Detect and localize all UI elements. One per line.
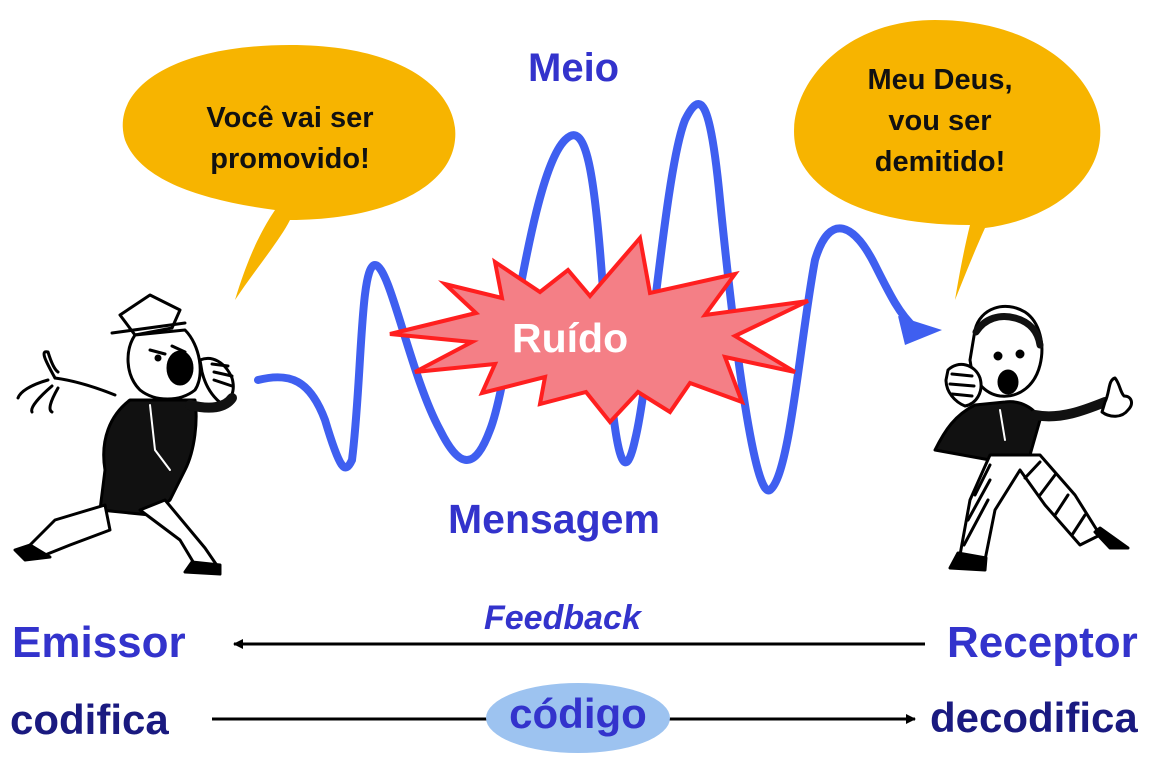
- receiver-speech-text: Meu Deus, vou ser demitido!: [815, 60, 1065, 183]
- decodes-label: decodifica: [930, 694, 1138, 741]
- man-shouting-icon: [13, 293, 237, 576]
- noise-label: Ruído: [512, 315, 629, 361]
- feedback-label: Feedback: [484, 599, 641, 637]
- receiver-speech-line-1: Meu Deus,: [867, 64, 1013, 96]
- emitter-speech-line-1: Você vai ser: [206, 102, 374, 134]
- medium-label: Meio: [528, 46, 620, 90]
- receiver-speech-line-3: demitido!: [874, 146, 1006, 178]
- code-oval: [486, 683, 670, 753]
- emitter-speech-line-2: promovido!: [210, 143, 370, 175]
- emitter-speech-bubble: [122, 45, 456, 300]
- emitter-speech-text: Você vai ser promovido!: [165, 98, 415, 180]
- man-shocked-icon: [933, 304, 1133, 572]
- receiver-speech-line-2: vou ser: [888, 105, 992, 137]
- receiver-label: Receptor: [947, 618, 1138, 667]
- encodes-label: codifica: [10, 696, 169, 743]
- emitter-label: Emissor: [12, 618, 186, 667]
- receiver-speech-bubble: [794, 20, 1101, 300]
- code-label: código: [509, 690, 647, 737]
- message-label: Mensagem: [448, 496, 660, 542]
- noise-burst: [389, 233, 809, 426]
